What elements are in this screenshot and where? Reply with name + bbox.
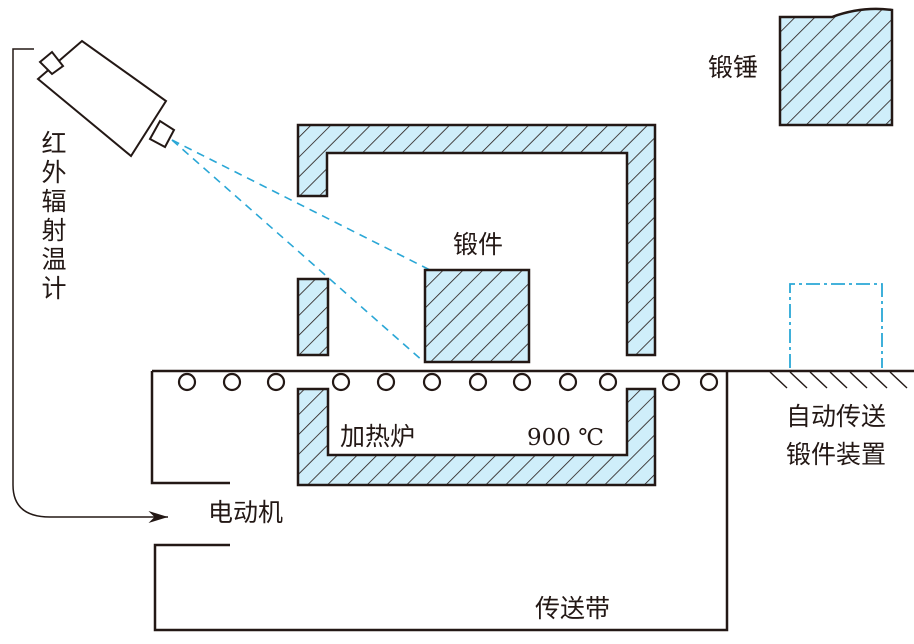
furnace-left-block xyxy=(296,277,330,357)
conveyor-label: 传送带 xyxy=(535,594,611,623)
furnace-upper-shell xyxy=(296,123,657,357)
conveyor-rollers xyxy=(177,372,719,392)
forging-hammer xyxy=(778,7,894,127)
motor-label: 电动机 xyxy=(208,498,284,527)
roller xyxy=(376,372,396,392)
roller xyxy=(598,372,618,392)
roller xyxy=(331,372,351,392)
conveyor-frame xyxy=(150,371,729,632)
roller xyxy=(422,372,442,392)
roller xyxy=(177,372,197,392)
infrared-thermometer-label: 红外辐射温计 xyxy=(38,130,67,304)
roller xyxy=(512,372,532,392)
roller xyxy=(661,372,681,392)
forging-hammer-label: 锻锤 xyxy=(708,53,759,82)
auto-feed-label-line2: 锻件装置 xyxy=(786,440,887,469)
roller xyxy=(699,372,719,392)
auto-feed-label-line1: 自动传送 xyxy=(786,402,887,431)
signal-wire xyxy=(12,48,168,523)
temperature-label: 900 ℃ xyxy=(527,425,604,451)
sight-lines xyxy=(171,139,431,363)
furnace-label: 加热炉 xyxy=(340,422,416,451)
roller xyxy=(468,372,488,392)
roller xyxy=(222,372,242,392)
ground-hatch xyxy=(769,371,908,389)
infrared-thermometer xyxy=(36,39,176,158)
forging-label: 锻件 xyxy=(453,230,504,259)
auto-feed-device-outline xyxy=(789,283,883,368)
forging-workpiece xyxy=(423,268,531,364)
roller xyxy=(266,372,286,392)
roller xyxy=(558,372,578,392)
furnace-lower-shell xyxy=(296,387,657,487)
